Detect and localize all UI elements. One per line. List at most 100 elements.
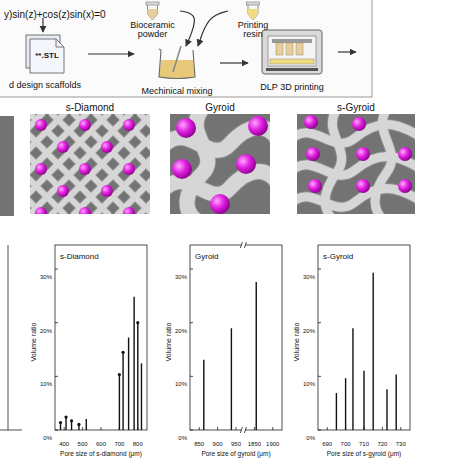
tick-label: 20% bbox=[40, 328, 52, 335]
x-tick bbox=[272, 427, 273, 430]
pore-sphere bbox=[210, 194, 230, 214]
data-point bbox=[59, 421, 62, 424]
scaffold-strut bbox=[118, 114, 150, 214]
axis-break bbox=[244, 427, 246, 433]
axis-title: Pore size of gyroid (μm) bbox=[201, 450, 270, 457]
tick-label: 800 bbox=[133, 441, 143, 448]
scaffold-strut bbox=[96, 114, 150, 214]
x-tick bbox=[382, 427, 383, 430]
tick-label: 400 bbox=[59, 441, 69, 448]
node-icon bbox=[30, 114, 150, 214]
node-icon bbox=[125, 1, 180, 21]
tick-label: 30% bbox=[40, 274, 52, 281]
scaffold-model: s-Diamond bbox=[30, 102, 150, 214]
data-point bbox=[64, 415, 67, 418]
mixing-beaker: Mechinical mixing bbox=[134, 46, 220, 98]
surface-equation: y)sin(z)+cos(z)sin(x)=0 bbox=[4, 9, 106, 20]
tick-label: 1850 bbox=[248, 441, 261, 448]
tick-label: 900 bbox=[213, 441, 223, 448]
next-step-arrow bbox=[338, 51, 356, 52]
y-tick bbox=[55, 430, 58, 431]
y-tick bbox=[318, 269, 321, 270]
data-bar bbox=[141, 363, 142, 430]
pore-sphere bbox=[356, 147, 370, 161]
x-tick bbox=[64, 427, 65, 430]
data-point bbox=[77, 423, 80, 426]
pore-sphere bbox=[308, 179, 322, 193]
y-tick bbox=[55, 269, 58, 270]
pore-sphere bbox=[352, 117, 366, 131]
pore-sphere bbox=[123, 119, 135, 131]
chart-title: s-Diamond bbox=[59, 252, 100, 261]
pore-sphere bbox=[356, 179, 370, 193]
pore-sphere bbox=[248, 116, 268, 136]
pore-sphere bbox=[57, 185, 69, 197]
x-tick bbox=[327, 427, 328, 430]
tick-label: 730 bbox=[396, 441, 406, 448]
pore-sphere bbox=[101, 185, 113, 197]
y-tick bbox=[55, 322, 58, 323]
label-holder: 1850 bbox=[244, 432, 264, 450]
stir-rod bbox=[173, 46, 181, 72]
printed-part bbox=[296, 43, 303, 55]
label-holder: 20% bbox=[294, 319, 315, 337]
scaffold-strut bbox=[325, 114, 342, 214]
tick-label: 700 bbox=[114, 441, 124, 448]
model-title: s-Diamond bbox=[30, 102, 150, 114]
model-title: Gyroid bbox=[170, 102, 270, 114]
label-holder: Volume ratio bbox=[157, 312, 175, 372]
label-holder: 690 bbox=[317, 432, 337, 450]
pore-sphere bbox=[79, 207, 91, 214]
data-bar bbox=[128, 338, 129, 431]
label-holder: 30% bbox=[166, 265, 187, 283]
flow-arrow bbox=[220, 62, 248, 63]
tick-label: 710 bbox=[359, 441, 369, 448]
data-point bbox=[118, 373, 121, 376]
axis-title: Pore size of s-gyroid (μm) bbox=[327, 450, 402, 457]
label-holder: 0% bbox=[166, 426, 187, 444]
data-point bbox=[121, 351, 124, 354]
label-holder: y)sin(z)+cos(z)sin(x)=0 bbox=[4, 4, 144, 22]
label-holder: 0% bbox=[31, 426, 52, 444]
node-icon bbox=[297, 114, 415, 214]
y-tick bbox=[318, 322, 321, 323]
pore-sphere bbox=[123, 207, 135, 214]
pore-sphere bbox=[35, 163, 47, 175]
data-bar bbox=[336, 393, 337, 430]
label-holder: 730 bbox=[391, 432, 411, 450]
tick-label: 10% bbox=[40, 381, 52, 388]
data-bar bbox=[122, 352, 123, 430]
plot-frame bbox=[55, 245, 147, 430]
tick-label: 700 bbox=[341, 441, 351, 448]
tick-label: 20% bbox=[175, 328, 187, 335]
tick-label: 0% bbox=[43, 435, 52, 442]
resin-tube: Printing resin bbox=[228, 1, 278, 40]
node-icon bbox=[170, 114, 270, 214]
data-bar bbox=[363, 371, 364, 430]
tube-content bbox=[148, 9, 158, 20]
resin-vat bbox=[270, 59, 314, 64]
printer-window bbox=[268, 36, 316, 66]
label-holder: 400 bbox=[54, 432, 74, 450]
data-bar bbox=[119, 375, 120, 431]
file-icon: **.STLd design scaffolds bbox=[2, 34, 88, 92]
scaffold-model: Gyroid bbox=[170, 102, 270, 214]
scaffold-strut bbox=[375, 114, 392, 214]
y-tick bbox=[190, 430, 193, 431]
tick-label: 30% bbox=[175, 274, 187, 281]
pore-sphere bbox=[236, 154, 256, 174]
tube-body bbox=[248, 4, 258, 20]
cropped-axis bbox=[0, 430, 22, 431]
data-point bbox=[136, 321, 139, 324]
tick-label: 850 bbox=[194, 441, 204, 448]
flow-arrow bbox=[198, 11, 228, 46]
plot-frame bbox=[190, 245, 282, 430]
pore-sphere bbox=[123, 163, 135, 175]
file-name: **.STL bbox=[2, 34, 88, 78]
label-holder: 800 bbox=[128, 432, 148, 450]
axis-title: Volume ratio bbox=[165, 322, 173, 361]
material-label: Printing resin bbox=[228, 21, 278, 40]
data-bar bbox=[396, 375, 397, 431]
pore-sphere bbox=[101, 141, 113, 153]
pore-chart: GyroidPore size of gyroid (μm) bbox=[190, 245, 282, 454]
